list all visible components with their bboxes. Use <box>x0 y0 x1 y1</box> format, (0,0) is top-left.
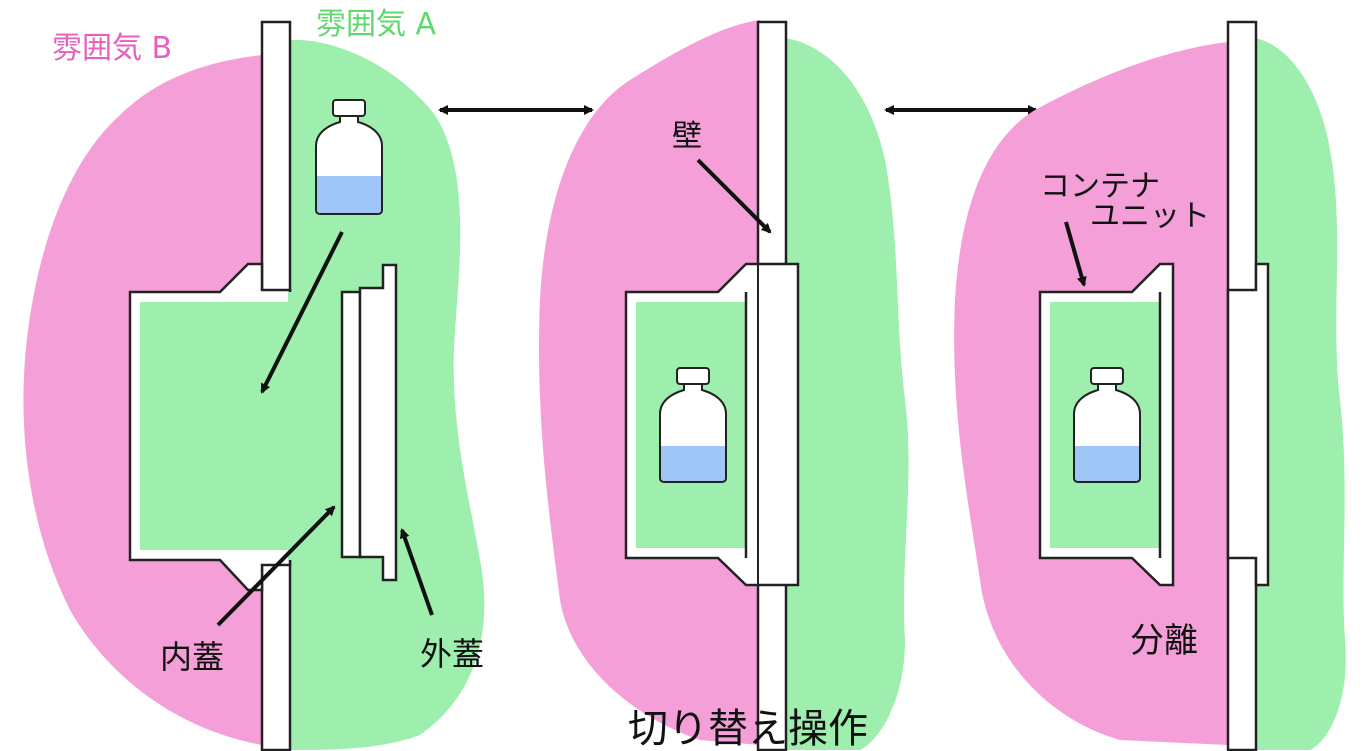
outer-lid <box>358 263 398 582</box>
panel-2: 壁 <box>539 20 909 751</box>
wall-port <box>1226 262 1270 587</box>
container-interior <box>140 302 290 550</box>
label-container-unit-1: コンテナ <box>1040 169 1160 204</box>
label-atmosphere-b: 雰囲気 B <box>52 31 172 66</box>
label-container-unit-2: ユニット <box>1090 199 1210 234</box>
label-atmosphere-a: 雰囲気 A <box>316 7 437 42</box>
label-outer-lid: 外蓋 <box>420 635 484 673</box>
container-unit-arrow <box>1064 221 1087 287</box>
label-inner-lid: 内蓋 <box>160 638 224 676</box>
inner-lid <box>340 290 362 559</box>
label-separation: 分離 <box>1130 621 1198 661</box>
outer-lid-arrow <box>399 528 434 616</box>
label-switching-operation: 切り替え操作 <box>628 706 868 751</box>
vial-bottle <box>1073 367 1141 483</box>
panel-3: コンテナ ユニット 分離 <box>954 20 1346 751</box>
vial-bottle <box>315 99 383 215</box>
atmosphere-a-region <box>1255 38 1346 750</box>
vial-bottle <box>659 367 727 483</box>
label-wall: 壁 <box>672 119 702 154</box>
inner-lid-arrow <box>216 505 336 627</box>
panel-1: 内蓋 外蓋 <box>23 20 485 751</box>
atmosphere-a-region <box>785 38 909 750</box>
bottle-move-arrow <box>260 231 344 394</box>
wall-arrow <box>696 158 772 234</box>
